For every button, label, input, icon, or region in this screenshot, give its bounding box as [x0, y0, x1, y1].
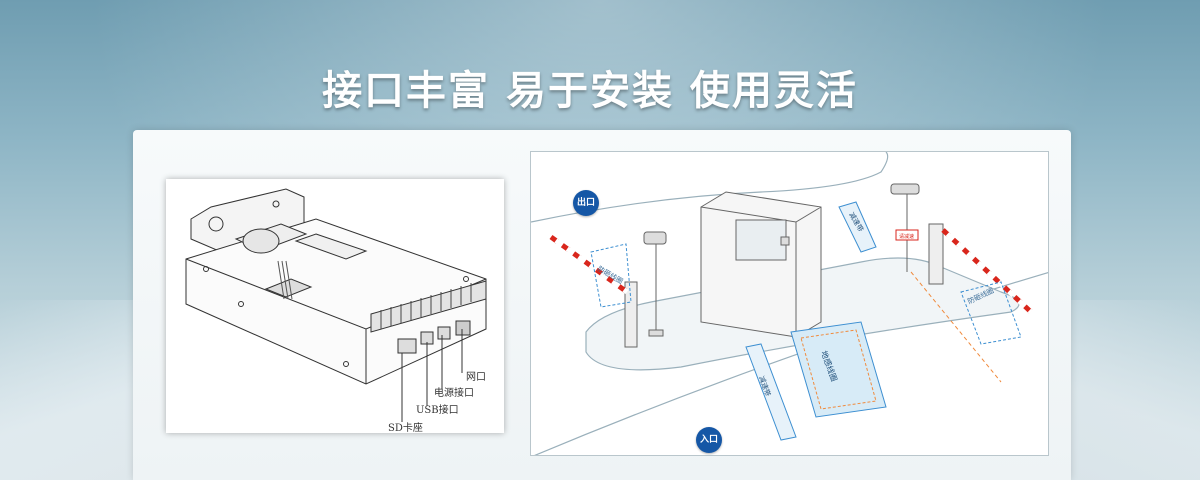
parking-scene-drawing: 请减速 防砸线圈 防砸线圈 地感线圈 减速带 减速带 — [531, 152, 1048, 455]
page-headline: 接口丰富 易于安装 使用灵活 — [322, 68, 858, 114]
entrance-badge: 入口 — [696, 427, 722, 453]
label-usb-port: USB接口 — [416, 405, 459, 416]
parking-scene-card: 请减速 防砸线圈 防砸线圈 地感线圈 减速带 减速带 出口 入口 — [530, 151, 1049, 456]
controller-device-drawing — [185, 188, 487, 422]
label-power-port: 电源接口 — [434, 388, 474, 399]
sign-slow-down: 请减速 — [899, 233, 914, 240]
background-road-left — [0, 300, 140, 480]
device-illustration-card: 网口 电源接口 USB接口 SD卡座 — [166, 179, 504, 434]
exit-badge: 出口 — [573, 190, 599, 216]
background-road-right — [1070, 300, 1200, 480]
label-network-port: 网口 — [466, 372, 486, 383]
label-sd-slot: SD卡座 — [388, 423, 423, 434]
